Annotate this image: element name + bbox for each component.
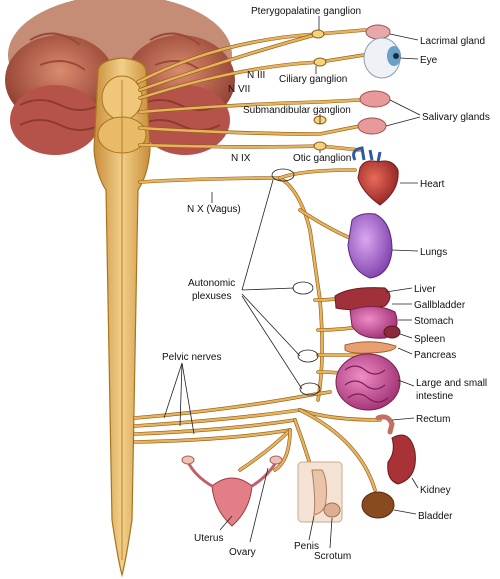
label-gallbladder: Gallbladder	[414, 300, 466, 311]
label-large-small: Large and small	[416, 378, 487, 389]
label-plexuses: plexuses	[192, 291, 231, 302]
spinal-cord	[93, 57, 151, 578]
label-ovary: Ovary	[229, 547, 256, 558]
label-heart: Heart	[420, 179, 445, 190]
intestine	[335, 353, 401, 411]
pelvic-nerves	[133, 390, 382, 502]
lungs	[347, 213, 393, 279]
label-stomach: Stomach	[414, 316, 453, 327]
spleen	[383, 325, 401, 339]
penis-scrotum	[297, 461, 343, 523]
heart	[352, 146, 399, 206]
label-autonomic: Autonomic	[188, 278, 235, 289]
label-rectum: Rectum	[416, 414, 450, 425]
label-spleen: Spleen	[414, 334, 445, 345]
label-bladder: Bladder	[418, 511, 453, 522]
label-eye: Eye	[420, 55, 438, 66]
label-otic-ganglion: Otic ganglion	[293, 153, 351, 164]
label-lungs: Lungs	[420, 247, 447, 258]
label-kidney: Kidney	[420, 485, 451, 496]
label-vagus-nerve: N X (Vagus)	[187, 204, 241, 215]
label-submandibular-ganglion: Submandibular ganglion	[243, 105, 351, 116]
pancreas	[344, 341, 397, 354]
label-pterygopalatine-ganglion: Pterygopalatine ganglion	[251, 6, 361, 17]
label-ciliary-ganglion: Ciliary ganglion	[279, 74, 347, 85]
uterus	[181, 455, 283, 527]
label-liver: Liver	[414, 284, 436, 295]
label-intestine: intestine	[416, 391, 454, 402]
label-penis: Penis	[294, 541, 319, 552]
label-uterus: Uterus	[194, 533, 223, 544]
kidney	[387, 434, 416, 485]
label-pancreas: Pancreas	[414, 350, 456, 361]
eye	[363, 37, 401, 79]
salivary-glands	[357, 90, 391, 135]
label-scrotum: Scrotum	[314, 551, 351, 562]
label-n-ix: N IX	[231, 153, 251, 164]
leader-lines	[163, 16, 421, 549]
label-n-vii: N VII	[228, 84, 250, 95]
rectum	[375, 414, 395, 435]
brain	[5, 0, 235, 155]
liver	[334, 287, 391, 311]
autonomic-plexus-markers	[271, 168, 321, 396]
label-salivary-glands: Salivary glands	[422, 112, 490, 123]
label-n-iii: N III	[247, 70, 265, 81]
labels: Pterygopalatine ganglion Lacrimal gland …	[162, 6, 490, 562]
lacrimal-gland	[365, 24, 391, 40]
label-pelvic-nerves: Pelvic nerves	[162, 352, 221, 363]
bladder	[361, 491, 395, 519]
label-lacrimal-gland: Lacrimal gland	[420, 36, 485, 47]
